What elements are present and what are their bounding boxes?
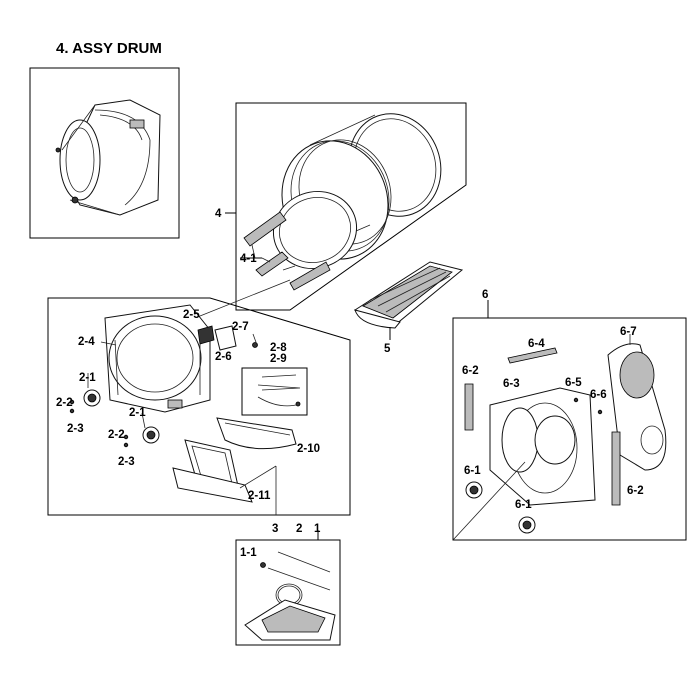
label-6-5: 6-5 xyxy=(565,377,582,389)
label-1: 1 xyxy=(314,523,321,535)
drum-illustration xyxy=(272,113,442,269)
label-2-6: 2-6 xyxy=(215,351,232,363)
label-5: 5 xyxy=(384,343,391,355)
label-2-2-a: 2-2 xyxy=(56,397,73,409)
rear-assembly-panel xyxy=(452,300,687,541)
assembled-drum-illustration xyxy=(55,99,161,216)
label-2-5: 2-5 xyxy=(183,309,200,321)
label-6-6: 6-6 xyxy=(590,389,607,401)
label-2-9: 2-9 xyxy=(270,353,287,365)
front-assembly-panel xyxy=(47,279,351,516)
label-6-3: 6-3 xyxy=(503,378,520,390)
label-2-7: 2-7 xyxy=(232,321,249,333)
label-2: 2 xyxy=(296,523,302,535)
label-4: 4 xyxy=(215,208,222,220)
label-2-3-b: 2-3 xyxy=(118,456,135,468)
label-2-3-a: 2-3 xyxy=(67,423,84,435)
duct-assembly-panel xyxy=(235,530,341,646)
label-6-1-a: 6-1 xyxy=(464,465,481,477)
label-2-1-b: 2-1 xyxy=(129,407,146,419)
label-2-11: 2-11 xyxy=(248,490,271,502)
label-2-8: 2-8 xyxy=(270,342,287,354)
sensor-wire-box xyxy=(241,367,308,416)
label-6: 6 xyxy=(482,289,488,301)
label-2-4: 2-4 xyxy=(78,336,95,348)
drum-lifter-set xyxy=(243,211,331,291)
label-6-2-a: 6-2 xyxy=(462,365,479,377)
label-3: 3 xyxy=(272,523,278,535)
lint-filter-part xyxy=(353,261,464,340)
label-6-4: 6-4 xyxy=(528,338,545,350)
bearing-part-b xyxy=(123,426,160,448)
page-title: 4. ASSY DRUM xyxy=(56,40,162,57)
label-1-1: 1-1 xyxy=(240,547,257,559)
label-2-1-a: 2-1 xyxy=(79,372,96,384)
assembly-overview-panel xyxy=(29,67,180,239)
label-6-2-b: 6-2 xyxy=(627,485,644,497)
front-panel-illustration xyxy=(104,304,215,413)
label-6-1-b: 6-1 xyxy=(515,499,532,511)
label-6-7: 6-7 xyxy=(620,326,637,338)
bearing-part-a xyxy=(69,389,101,414)
label-2-2-b: 2-2 xyxy=(108,429,125,441)
part-labels: 4 4-1 5 6 2-5 2-7 2-4 2-6 2-8 2-9 2-1 2-… xyxy=(56,208,644,559)
label-4-1: 4-1 xyxy=(240,253,257,265)
label-2-10: 2-10 xyxy=(297,443,320,455)
drum-assembly-panel xyxy=(225,102,467,311)
